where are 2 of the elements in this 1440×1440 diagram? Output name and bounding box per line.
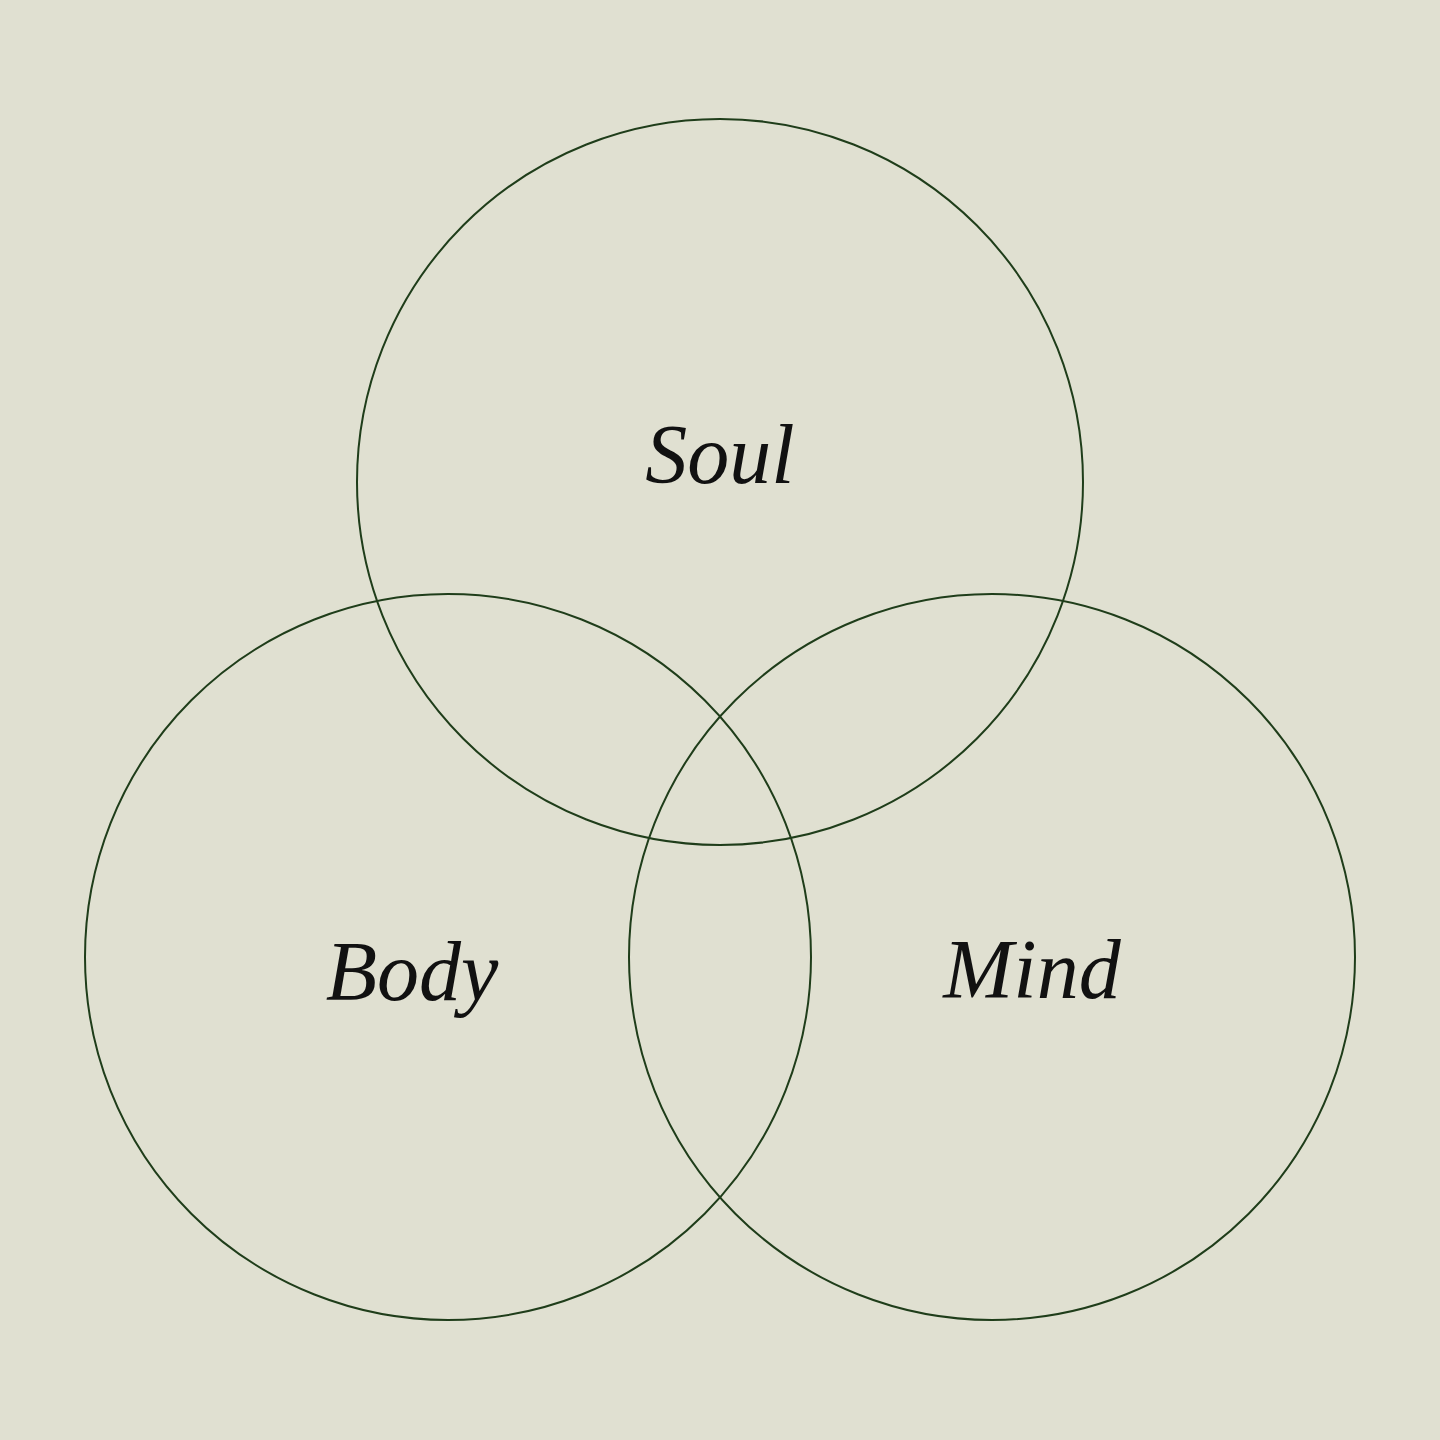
circle-label: Mind [943,928,1121,1012]
circle-label: Soul [645,413,795,497]
